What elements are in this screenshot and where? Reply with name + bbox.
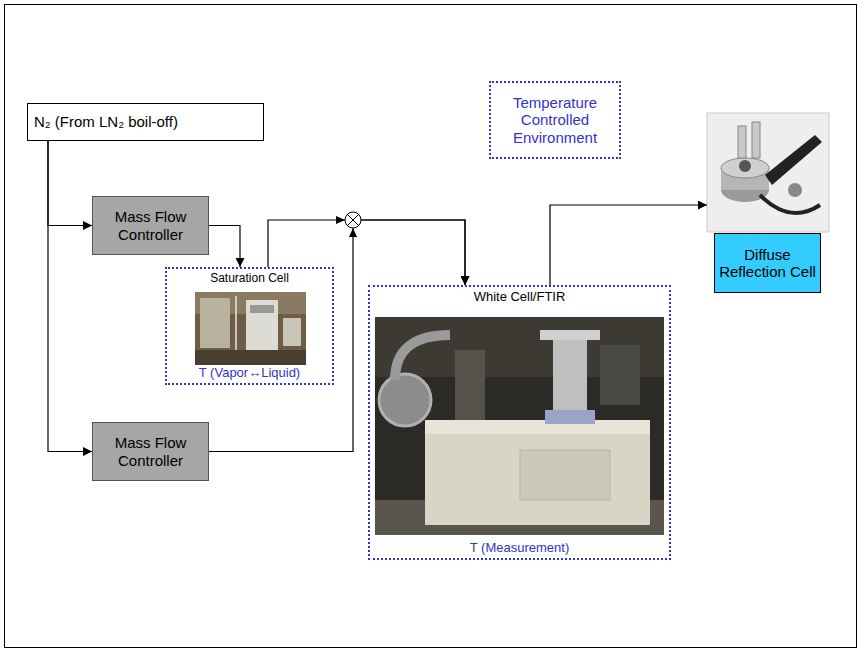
process-box: Mass Flow Controller <box>92 196 209 255</box>
flow-arrow <box>268 220 465 285</box>
source-box: N₂ (From LN₂ boil-off) <box>27 103 264 141</box>
saturation-cell-photo <box>195 292 306 365</box>
node-label: Mass Flow Controller <box>97 434 204 469</box>
node-label: Temperature Controlled Environment <box>495 94 615 146</box>
flow-arrow <box>209 220 465 452</box>
flow-arrow <box>209 226 240 268</box>
flow-arrow <box>550 205 707 285</box>
page-frame <box>5 5 857 648</box>
environment-box: Temperature Controlled Environment <box>489 81 621 159</box>
node-label: T (Measurement) <box>470 541 569 556</box>
diffuse-cell-photo <box>707 113 829 232</box>
node-label: Saturation Cell <box>210 272 289 286</box>
node-label: White Cell/FTIR <box>474 290 566 305</box>
cell-box: White Cell/FTIR T (Measurement) <box>368 285 671 560</box>
node-label: T (Vapor↔Liquid) <box>199 366 300 381</box>
white-cell-photo <box>375 317 664 535</box>
process-box: Mass Flow Controller <box>92 422 209 481</box>
label-panel: Diffuse Reflection Cell <box>714 233 821 293</box>
device-box: Diffuse Reflection Cell <box>707 113 829 293</box>
node-label: Diffuse Reflection Cell <box>718 246 817 281</box>
summing-junction <box>336 212 361 237</box>
flow-arrow <box>48 141 92 226</box>
cell-box: Saturation Cell T (Vapor↔Liquid) <box>165 267 334 385</box>
node-label: Mass Flow Controller <box>97 208 204 243</box>
flow-arrow <box>48 141 92 452</box>
node-label: N₂ (From LN₂ boil-off) <box>34 113 257 130</box>
